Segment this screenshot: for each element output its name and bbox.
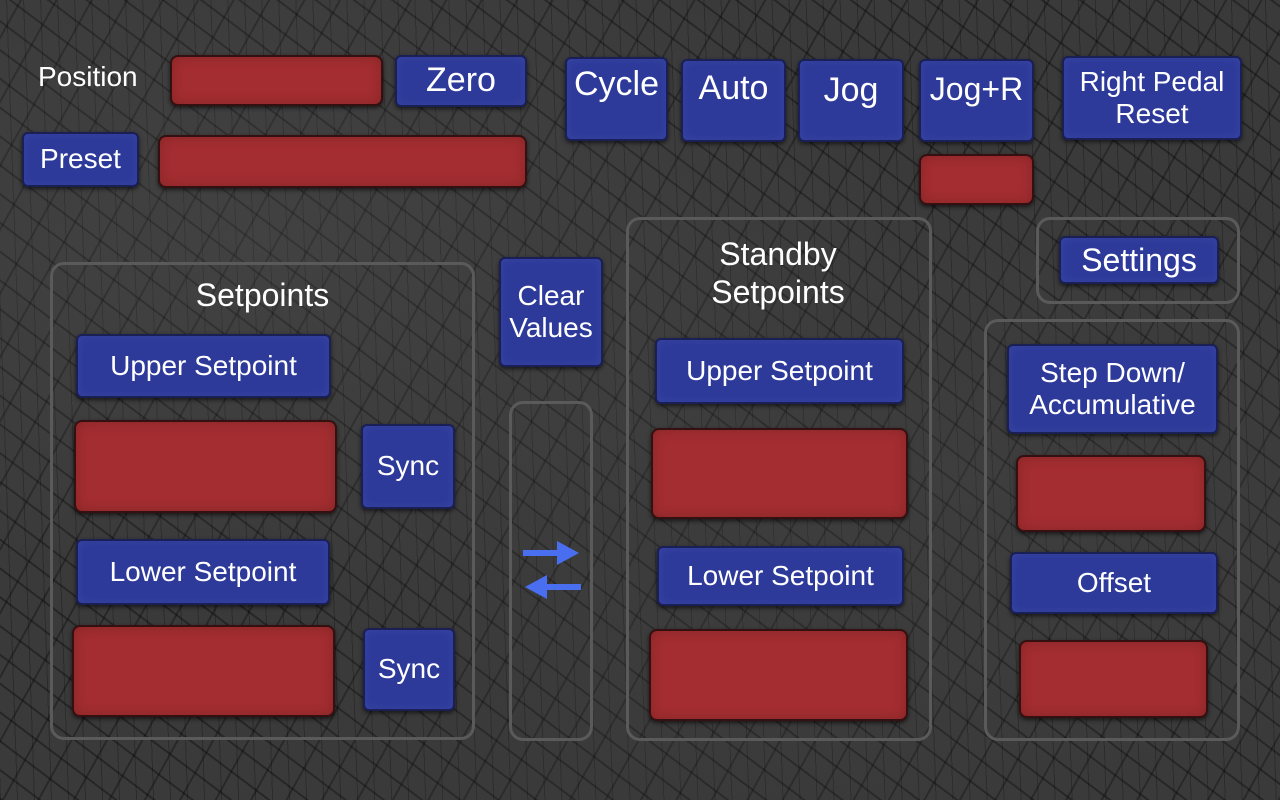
offset-button[interactable]: Offset (1010, 552, 1218, 614)
position-label: Position (38, 61, 138, 92)
swap-button[interactable] (509, 401, 593, 741)
lower-sync-button[interactable]: Sync (363, 628, 455, 711)
upper-sync-button[interactable]: Sync (361, 424, 455, 509)
standby-upper-setpoint-button[interactable]: Upper Setpoint (655, 338, 904, 404)
jog-r-button[interactable]: Jog+R (919, 59, 1034, 142)
upper-setpoint-field[interactable] (74, 420, 337, 513)
position-field[interactable] (170, 55, 383, 106)
settings-panel (1036, 217, 1240, 304)
offset-field[interactable] (1019, 640, 1208, 718)
clear-values-button[interactable]: Clear Values (499, 257, 603, 367)
setpoints-title: Setpoints (195, 277, 330, 313)
standby-lower-setpoint-button[interactable]: Lower Setpoint (657, 546, 904, 606)
upper-setpoint-button[interactable]: Upper Setpoint (76, 334, 331, 398)
step-down-panel (984, 319, 1240, 741)
preset-button[interactable]: Preset (22, 132, 139, 187)
zero-button[interactable]: Zero (395, 55, 527, 107)
right-pedal-reset-button[interactable]: Right Pedal Reset (1062, 56, 1242, 140)
settings-button[interactable]: Settings (1059, 236, 1219, 284)
cycle-button[interactable]: Cycle (565, 57, 668, 141)
swap-arrows-icon (523, 541, 581, 599)
standby-setpoints-title: Standby Setpoints (711, 236, 845, 311)
jog-r-field[interactable] (919, 154, 1034, 205)
auto-button[interactable]: Auto (681, 59, 786, 142)
standby-setpoints-panel (626, 217, 932, 741)
step-down-accumulative-button[interactable]: Step Down/ Accumulative (1007, 344, 1218, 434)
lower-setpoint-button[interactable]: Lower Setpoint (76, 539, 330, 605)
jog-button[interactable]: Jog (798, 59, 904, 142)
setpoints-panel (50, 262, 475, 740)
step-down-field[interactable] (1016, 455, 1206, 532)
lower-setpoint-field[interactable] (72, 625, 335, 717)
standby-lower-setpoint-field[interactable] (649, 629, 908, 721)
standby-upper-setpoint-field[interactable] (651, 428, 908, 519)
preset-field[interactable] (158, 135, 527, 188)
